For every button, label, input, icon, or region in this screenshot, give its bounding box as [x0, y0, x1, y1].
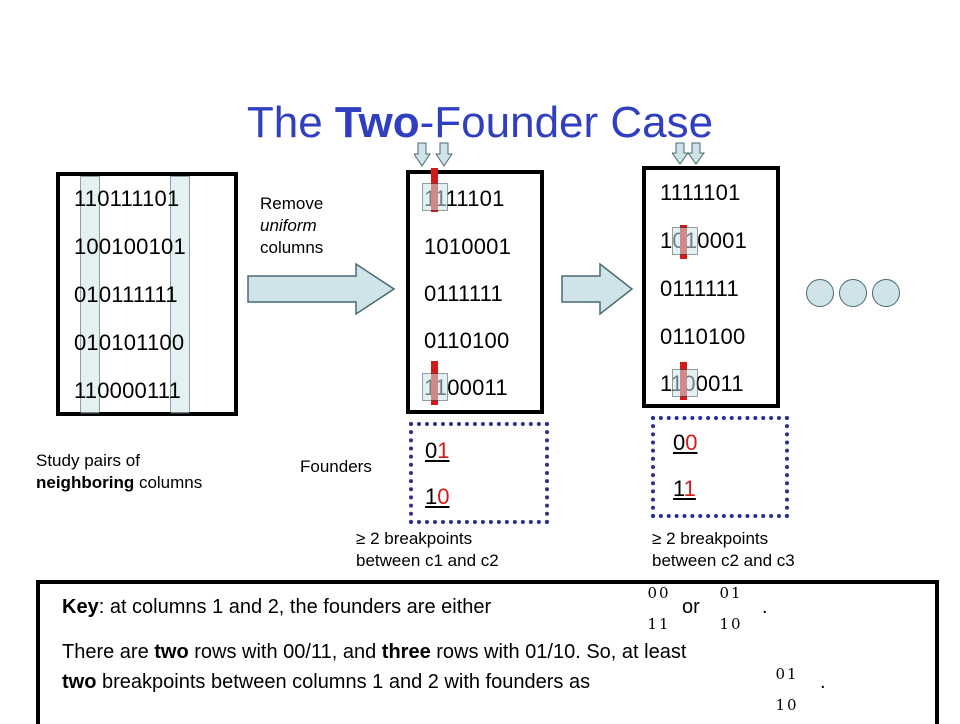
- remove-columns-label: Remove uniform columns: [260, 194, 324, 257]
- column-highlight: [80, 176, 100, 414]
- column-pair-box: [672, 227, 698, 255]
- matrix-3-row: 0111111: [660, 276, 739, 301]
- founder-row: 10: [425, 484, 450, 509]
- right-arrow-icon: [247, 262, 396, 316]
- key-period: .: [762, 596, 768, 618]
- ellipsis-dot-icon: [872, 279, 900, 307]
- key-line-2: There are two rows with 00/11, and three…: [62, 641, 687, 663]
- matrix-2-row: 0111111: [424, 281, 503, 306]
- matrix-2: 1111101 1010001 0111111 0110100 1100011: [406, 168, 544, 414]
- ellipsis-dot-icon: [839, 279, 867, 307]
- matrix-1-row: 010111111: [74, 282, 178, 307]
- matrix-2-row: 1010001: [424, 234, 512, 259]
- matrix-3-row: 0110100: [660, 324, 746, 349]
- matrix-1: 110111101 100100101 010111111 010101100 …: [56, 172, 238, 416]
- founder-row: 11: [673, 476, 696, 501]
- ellipsis-dot-icon: [806, 279, 834, 307]
- key-or: or: [682, 596, 700, 618]
- founders-box-3: 00 11: [651, 416, 789, 518]
- matrix-2-row: 0110100: [424, 328, 510, 353]
- key-period: .: [820, 671, 826, 693]
- key-box: Key: at columns 1 and 2, the founders ar…: [36, 580, 939, 724]
- key-line-1: Key: at columns 1 and 2, the founders ar…: [62, 596, 492, 618]
- page-title: The Two-Founder Case: [246, 98, 714, 147]
- down-arrow-icon: [414, 142, 453, 167]
- matrix-3: 1111101 1010001 0111111 0110100 1100011: [642, 166, 780, 408]
- founder-row: 01: [425, 438, 450, 463]
- column-highlight: [170, 176, 190, 414]
- breakpoints-c2-c3-label: ≥ 2 breakpoints between c2 and c3: [652, 529, 795, 570]
- column-pair-box: [672, 369, 698, 397]
- matrix-1-row: 010101100: [74, 330, 185, 355]
- matrix-3-row: 1111101: [660, 180, 741, 205]
- down-arrow-icon: [672, 142, 705, 165]
- study-pairs-label: Study pairs of neighboring columns: [36, 451, 203, 492]
- right-arrow-icon: [561, 262, 634, 316]
- matrix-1-row: 110000111: [74, 378, 182, 403]
- founder-row: 00: [673, 430, 698, 455]
- matrix-1-row: 100100101: [74, 234, 186, 259]
- key-line-3: two breakpoints between columns 1 and 2 …: [62, 671, 591, 693]
- founders-box-2: 01 10: [409, 422, 549, 524]
- founders-label: Founders: [300, 457, 372, 476]
- column-pair-box: [422, 183, 448, 211]
- matrix-1-row: 110111101: [74, 186, 180, 211]
- column-pair-box: [422, 373, 448, 401]
- breakpoints-c1-c2-label: ≥ 2 breakpoints between c1 and c2: [356, 529, 499, 570]
